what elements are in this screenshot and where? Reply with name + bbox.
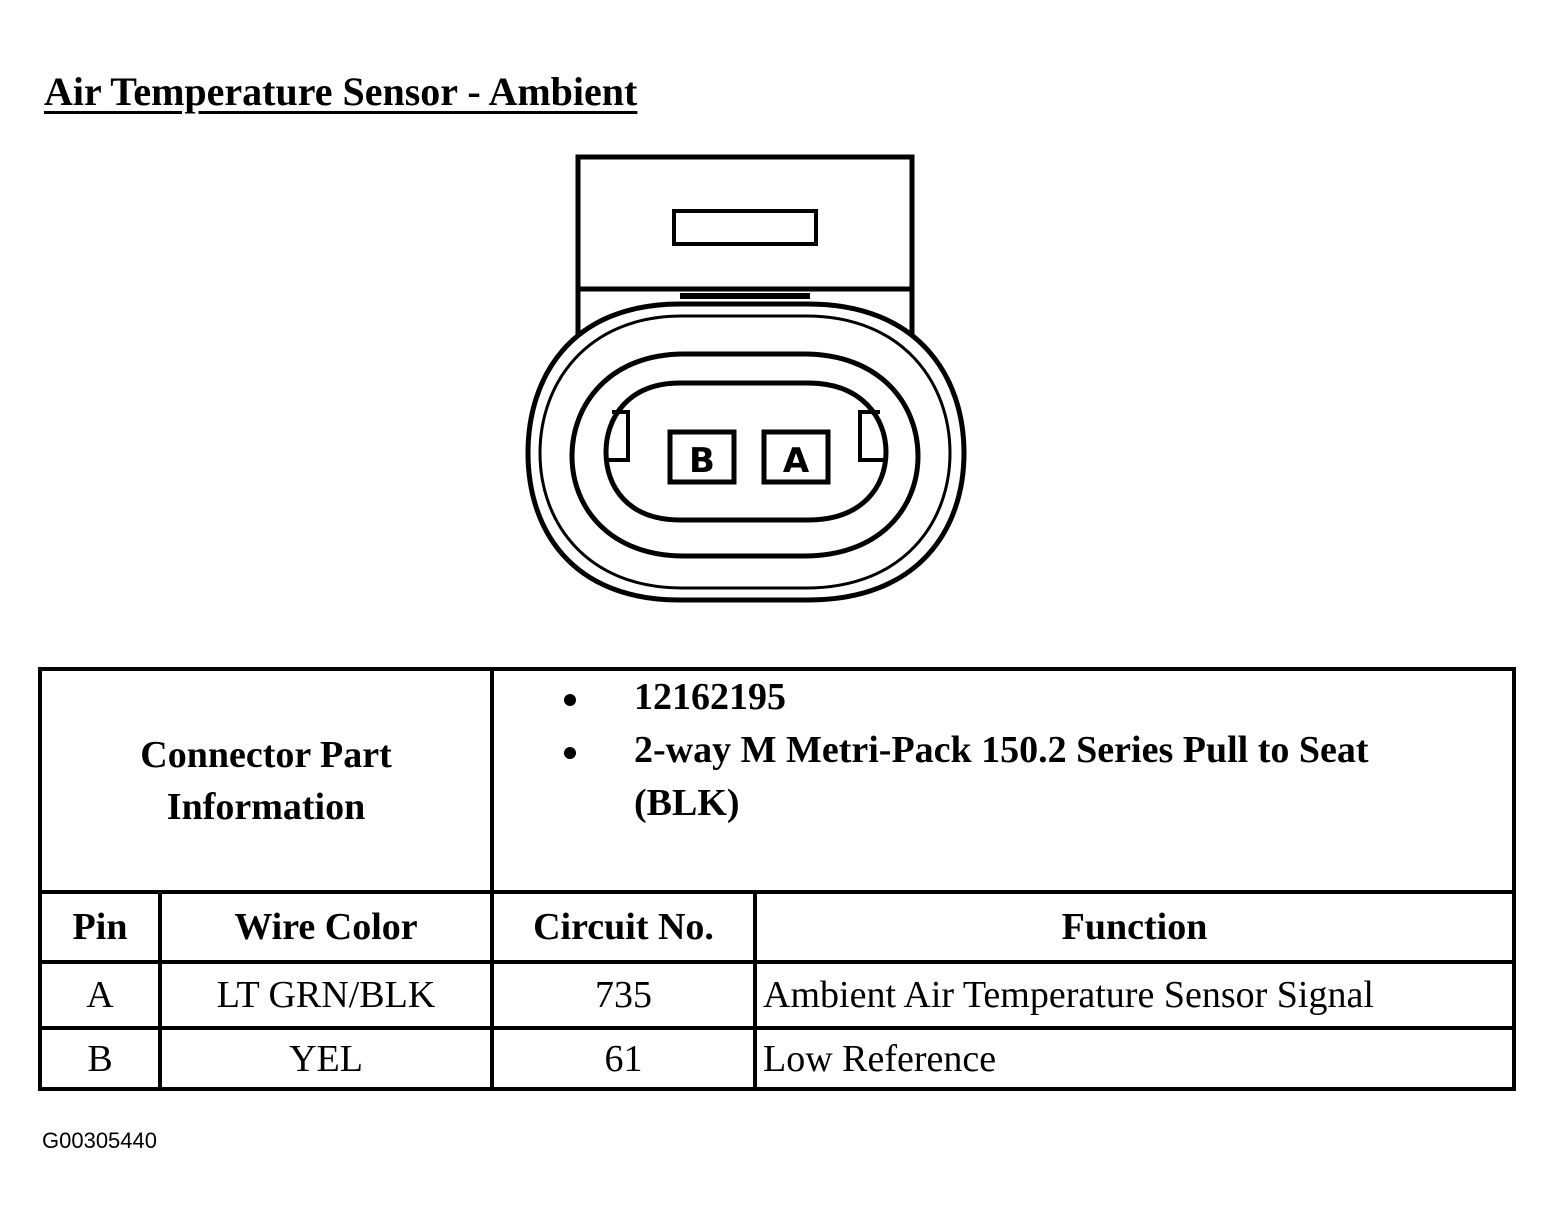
connector-outer-body bbox=[525, 301, 967, 603]
part-info-label-line2: Information bbox=[166, 785, 366, 828]
page-title: Air Temperature Sensor - Ambient bbox=[44, 69, 638, 114]
part-info-label-line1: Connector Part bbox=[140, 733, 392, 776]
wire-color-cell: YEL bbox=[157, 1026, 495, 1091]
part-number: 12162195 bbox=[634, 676, 787, 718]
header-pin: Pin bbox=[38, 890, 162, 964]
part-description-line2: (BLK) bbox=[634, 782, 740, 824]
connector-cavity-area bbox=[603, 380, 889, 523]
cavity-a-label: A bbox=[783, 441, 810, 481]
cavity-b-label: B bbox=[689, 441, 715, 481]
connector-face-diagram: B A bbox=[525, 154, 967, 603]
latch-window bbox=[672, 209, 818, 246]
function-cell: Ambient Air Temperature Sensor Signal bbox=[753, 960, 1517, 1030]
connector-pinout-table: Connector Part Information 12162195 2-wa… bbox=[37, 667, 1517, 1091]
bullet-icon bbox=[564, 694, 577, 706]
pin-cell: B bbox=[38, 1026, 162, 1091]
header-circuit-no: Circuit No. bbox=[490, 890, 758, 964]
header-wire-color: Wire Color bbox=[157, 890, 495, 964]
part-number-item: 12162195 bbox=[494, 671, 1512, 724]
wire-color-cell: LT GRN/BLK bbox=[157, 960, 495, 1030]
function-cell: Low Reference bbox=[753, 1026, 1517, 1091]
part-info-row: Connector Part Information 12162195 2-wa… bbox=[37, 667, 1517, 894]
pin-cell: A bbox=[38, 960, 162, 1030]
table-row: B YEL 61 Low Reference bbox=[38, 1026, 1517, 1091]
circuit-cell: 61 bbox=[490, 1026, 758, 1091]
table-row: A LT GRN/BLK 735 Ambient Air Temperature… bbox=[38, 960, 1517, 1030]
part-description-item: 2-way M Metri-Pack 150.2 Series Pull to … bbox=[494, 724, 1512, 830]
circuit-cell: 735 bbox=[490, 960, 758, 1030]
cavity-b-box bbox=[667, 429, 737, 485]
cavity-a-box bbox=[761, 429, 831, 485]
connector-seal-ring bbox=[569, 351, 921, 559]
latch-housing bbox=[575, 154, 915, 292]
part-description-line1: 2-way M Metri-Pack 150.2 Series Pull to … bbox=[634, 729, 1369, 771]
table-header-row: Pin Wire Color Circuit No. Function bbox=[38, 890, 1517, 964]
figure-id: G00305440 bbox=[42, 1128, 157, 1153]
header-function: Function bbox=[753, 890, 1517, 964]
bullet-icon bbox=[564, 747, 577, 759]
part-info-value-cell: 12162195 2-way M Metri-Pack 150.2 Series… bbox=[490, 667, 1517, 894]
part-info-label-cell: Connector Part Information bbox=[37, 667, 495, 894]
